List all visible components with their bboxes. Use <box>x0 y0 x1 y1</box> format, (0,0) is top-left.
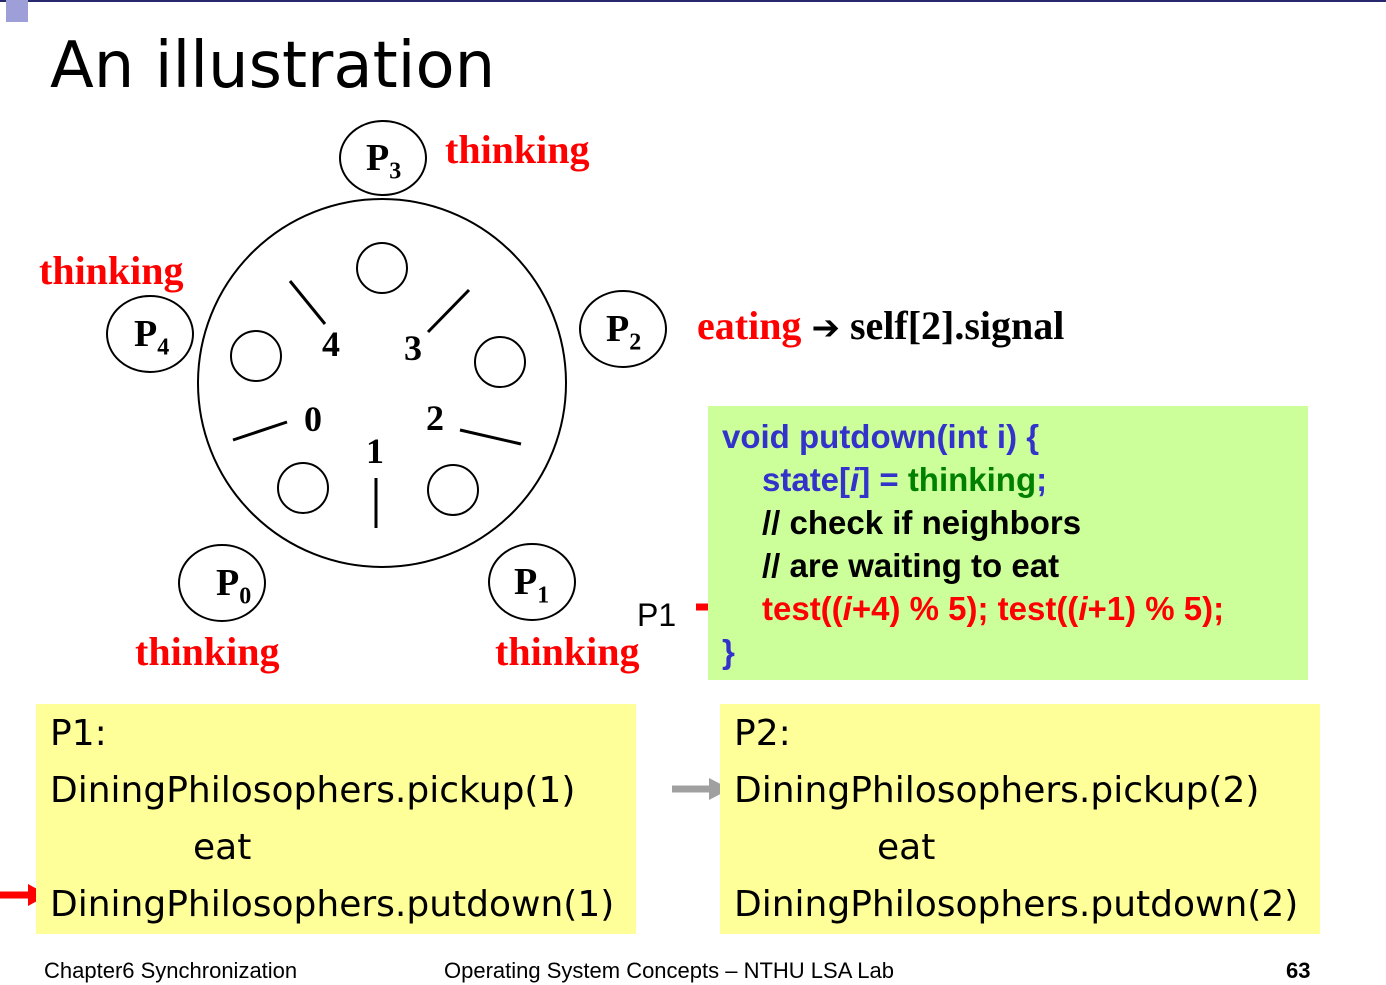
code-token: ] = <box>859 461 908 498</box>
code-token: state[ <box>762 461 851 498</box>
code-token: ; <box>1036 461 1048 498</box>
code-box: void putdown(int i) { state[i] = thinkin… <box>708 406 1308 680</box>
chopstick-number: 4 <box>322 324 340 364</box>
philosopher-name: P <box>134 313 158 355</box>
top-rule <box>0 0 1386 2</box>
philosopher-p0-circle <box>178 544 266 622</box>
code-line-test: test((i+4) % 5); test((i+1) % 5); <box>762 592 1224 625</box>
chopstick-number: 1 <box>366 431 384 471</box>
state-eating: eating <box>697 303 802 348</box>
footer-chapter: Chapter6 Synchronization <box>44 958 298 983</box>
philosopher-p3-circle <box>339 120 427 196</box>
philosopher-p2-circle <box>579 290 667 368</box>
philosopher-subscript: 4 <box>157 334 170 361</box>
philosopher-label-p0: P0 <box>216 561 251 611</box>
state-label-p1: thinking <box>495 629 640 674</box>
p1-box-line: eat <box>193 827 252 868</box>
p1-box-line: DiningPhilosophers.putdown(1) <box>50 884 615 925</box>
gray-arrow-icon <box>672 778 730 800</box>
code-line-state: state[i] = thinking; <box>762 463 1047 496</box>
p2-box-line: DiningPhilosophers.pickup(2) <box>734 770 1260 811</box>
philosopher-label-p4: P4 <box>134 312 169 362</box>
code-comment: // check if neighbors <box>762 504 1082 541</box>
philosopher-name: P <box>514 561 538 603</box>
p1-box-label: P1: <box>50 713 107 754</box>
chopstick-0 <box>232 420 288 442</box>
philosopher-p4-circle <box>106 295 194 373</box>
pointer-label-p1: P1 <box>637 597 677 633</box>
code-token: i <box>1078 590 1088 627</box>
chopstick-3 <box>426 288 471 334</box>
code-line-signature: void putdown(int i) { <box>722 418 1040 455</box>
p2-box-label: P2: <box>734 713 791 754</box>
chopstick-number: 0 <box>304 399 322 439</box>
state-label-p3: thinking <box>445 127 590 172</box>
state-label-p2: eating ➔ self[2].signal <box>697 306 1064 346</box>
philosopher-name: P <box>366 137 390 179</box>
philosopher-subscript: 2 <box>629 329 642 356</box>
plate-p0 <box>277 462 329 514</box>
signal-call: self[2].signal <box>849 303 1065 348</box>
plate-p1 <box>427 464 479 516</box>
page-number: 63 <box>1286 958 1311 983</box>
table-circle <box>197 198 567 568</box>
chopstick-2 <box>459 428 522 446</box>
plate-p4 <box>230 330 282 382</box>
philosopher-subscript: 1 <box>537 582 550 609</box>
p2-box: P2: DiningPhilosophers.pickup(2) eat Din… <box>720 704 1320 934</box>
code-token-thinking: thinking <box>907 461 1037 498</box>
p1-box-line: DiningPhilosophers.pickup(1) <box>50 770 576 811</box>
code-line-close: } <box>722 633 735 670</box>
philosopher-subscript: 0 <box>239 583 252 610</box>
code-comment: // are waiting to eat <box>762 547 1060 584</box>
slide-title: An illustration <box>50 29 496 103</box>
code-token: +1) % 5); <box>1087 590 1225 627</box>
philosopher-p1-circle <box>488 543 576 621</box>
p2-box-line: eat <box>877 827 936 868</box>
chopstick-number: 2 <box>426 398 444 438</box>
chopstick-number: 3 <box>404 328 422 368</box>
footer-course: Operating System Concepts – NTHU LSA Lab <box>444 958 894 983</box>
philosopher-subscript: 3 <box>389 158 402 185</box>
p1-box: P1: DiningPhilosophers.pickup(1) eat Din… <box>36 704 636 934</box>
philosopher-label-p3: P3 <box>366 136 401 186</box>
code-token: +4) % 5); test(( <box>851 590 1079 627</box>
code-token: test(( <box>762 590 843 627</box>
plate-p3 <box>356 242 408 294</box>
philosopher-name: P <box>606 308 630 350</box>
chopstick-4 <box>288 280 327 325</box>
p2-box-line: DiningPhilosophers.putdown(2) <box>734 884 1299 925</box>
philosopher-label-p2: P2 <box>606 307 641 357</box>
code-token: i <box>842 590 852 627</box>
arrow-right-icon: ➔ <box>811 308 840 348</box>
state-label-p4: thinking <box>39 248 184 293</box>
philosopher-name: P <box>216 562 240 604</box>
code-token: i <box>850 461 860 498</box>
philosopher-label-p1: P1 <box>514 560 549 610</box>
corner-accent <box>6 0 28 22</box>
plate-p2 <box>474 336 526 388</box>
state-label-p0: thinking <box>135 629 280 674</box>
